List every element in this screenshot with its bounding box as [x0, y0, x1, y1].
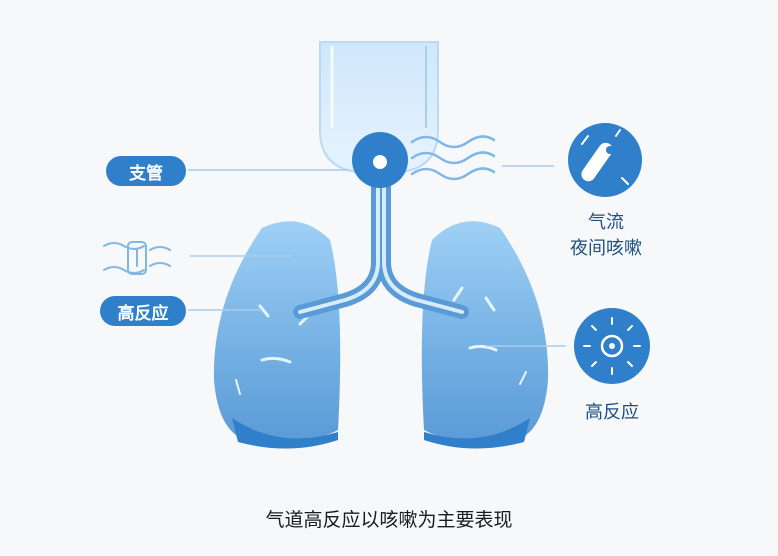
label-airflow-line2: 夜间咳嗽 — [570, 238, 642, 259]
connector-lines — [188, 165, 566, 347]
right-lung — [421, 221, 549, 449]
label-airflow-line1: 气流 — [588, 212, 624, 233]
inhaler-icon — [568, 123, 642, 197]
left-lung — [213, 221, 341, 449]
label-bronchi: 支管 — [106, 156, 186, 186]
wave-lines-icon — [410, 135, 496, 181]
label-hyperreactivity-left: 高反应 — [100, 296, 186, 326]
airway-node — [352, 132, 408, 188]
caption: 气道高反应以咳嗽为主要表现 — [265, 509, 513, 531]
bronchi — [293, 163, 469, 319]
airway-tube-icon — [103, 241, 171, 275]
label-hyperreactivity-right: 高反应 — [585, 402, 639, 423]
label-airflow: 气流 夜间咳嗽 — [550, 210, 662, 262]
sparkle-cell-icon — [574, 308, 650, 384]
